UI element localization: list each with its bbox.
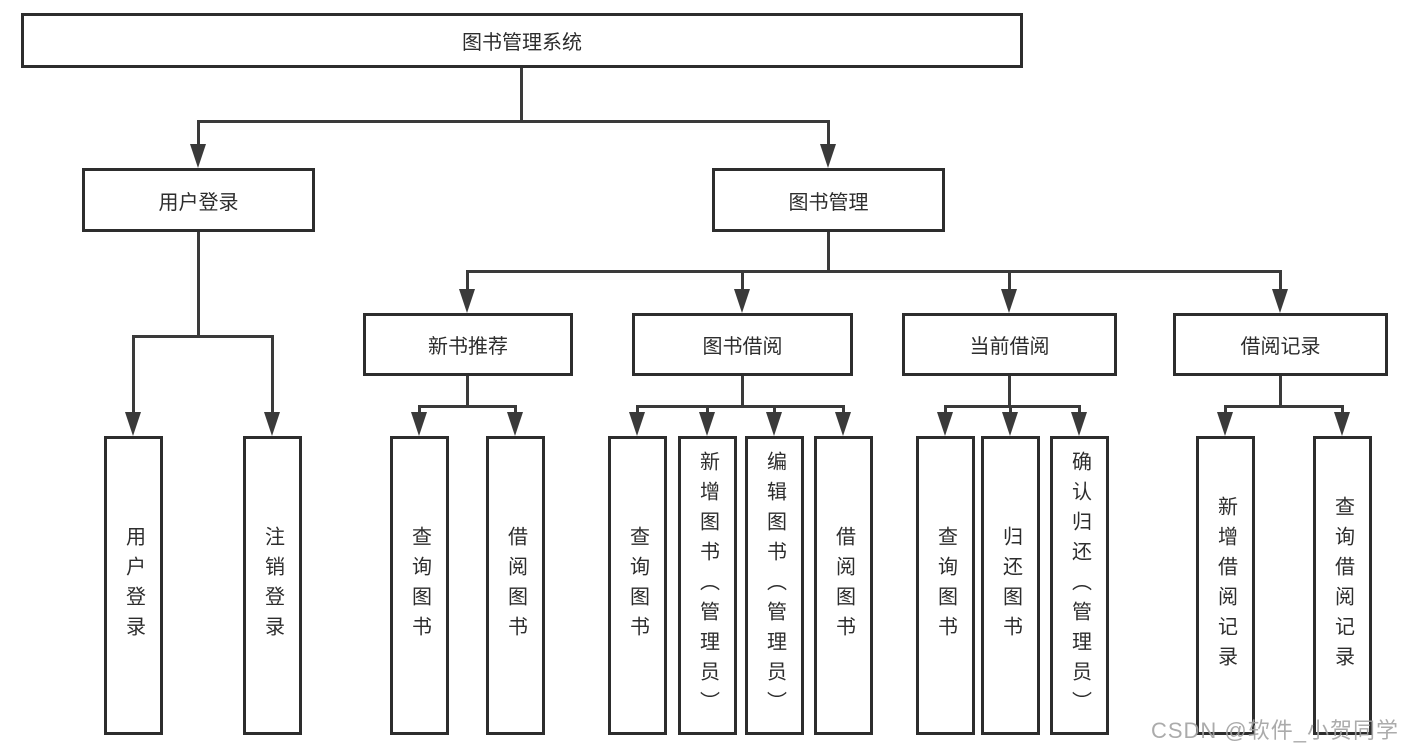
csdn-watermark: CSDN @软件_小贺同学 bbox=[1150, 718, 1399, 743]
connector-stub bbox=[706, 405, 709, 415]
connector-stub bbox=[418, 405, 421, 415]
connector-stub bbox=[1009, 405, 1012, 415]
connector-stub bbox=[842, 405, 845, 415]
leaf-query-borrow-record: 查询借阅记录 bbox=[1313, 436, 1372, 735]
connector-stub bbox=[944, 405, 947, 415]
leaf-logout: 注销登录 bbox=[243, 436, 302, 735]
node-label: 当前借阅 bbox=[969, 336, 1050, 358]
arrow-down-icon bbox=[459, 289, 475, 313]
arrow-down-icon bbox=[1071, 412, 1087, 436]
node-label: 借阅图书 bbox=[832, 525, 855, 646]
leaf-add-borrow-record: 新增借阅记录 bbox=[1196, 436, 1255, 735]
node-label: 用户登录 bbox=[122, 525, 145, 646]
node-label: 借阅记录 bbox=[1240, 336, 1321, 358]
connector-stub bbox=[1341, 405, 1344, 415]
leaf-query-books-borrowing: 查询图书 bbox=[608, 436, 667, 735]
connector-stub bbox=[514, 405, 517, 415]
connector-stub bbox=[1224, 405, 1227, 415]
node-label: 新书推荐 bbox=[428, 336, 508, 358]
connector-stub bbox=[1078, 405, 1081, 415]
arrow-down-icon bbox=[629, 412, 645, 436]
leaf-add-books-admin: 新增图书（管理员） bbox=[678, 436, 737, 735]
arrow-down-icon bbox=[820, 144, 836, 168]
connector-stub bbox=[773, 405, 776, 415]
arrow-down-icon bbox=[1002, 412, 1018, 436]
node-label: 归还图书 bbox=[999, 525, 1022, 646]
node-label: 注销登录 bbox=[261, 525, 284, 646]
arrow-down-icon bbox=[1001, 289, 1017, 313]
leaf-user-login: 用户登录 bbox=[104, 436, 163, 735]
node-label: 图书管理 bbox=[788, 191, 869, 214]
node-label: 编辑图书（管理员） bbox=[763, 450, 786, 721]
node-label: 用户登录 bbox=[158, 191, 239, 214]
connector-stub bbox=[1279, 270, 1282, 291]
connector-user-login-branch bbox=[132, 335, 274, 338]
connector-root-branch bbox=[197, 120, 830, 123]
arrow-down-icon bbox=[411, 412, 427, 436]
arrow-down-icon bbox=[1272, 289, 1288, 313]
node-label: 图书借阅 bbox=[702, 336, 783, 358]
connector-user-login-stem bbox=[197, 232, 200, 338]
leaf-edit-books-admin: 编辑图书（管理员） bbox=[745, 436, 804, 735]
arrow-down-icon bbox=[937, 412, 953, 436]
connector-stub bbox=[197, 120, 200, 146]
node-borrowing-records: 借阅记录 bbox=[1173, 313, 1388, 376]
node-label: 确认归还（管理员） bbox=[1068, 450, 1091, 721]
connector-recommend-stem bbox=[466, 376, 469, 408]
node-label: 查询图书 bbox=[408, 525, 431, 646]
connector-records-stem bbox=[1279, 376, 1282, 408]
node-current-borrowing: 当前借阅 bbox=[902, 313, 1117, 376]
connector-borrowing-stem bbox=[741, 376, 744, 408]
arrow-down-icon bbox=[766, 412, 782, 436]
connector-stub bbox=[636, 405, 639, 415]
arrow-down-icon bbox=[190, 144, 206, 168]
connector-borrowing-branch bbox=[636, 405, 845, 408]
arrow-down-icon bbox=[507, 412, 523, 436]
node-label: 图书管理系统 bbox=[462, 32, 582, 54]
node-new-book-recommendation: 新书推荐 bbox=[363, 313, 573, 376]
connector-current-stem bbox=[1008, 376, 1011, 408]
node-label: 查询借阅记录 bbox=[1331, 495, 1354, 676]
node-label: 查询图书 bbox=[626, 525, 649, 646]
connector-recommend-branch bbox=[418, 405, 517, 408]
arrow-down-icon bbox=[699, 412, 715, 436]
node-label: 新增借阅记录 bbox=[1214, 495, 1237, 676]
connector-current-branch bbox=[944, 405, 1081, 408]
node-label: 借阅图书 bbox=[504, 525, 527, 646]
arrow-down-icon bbox=[734, 289, 750, 313]
leaf-borrow-books-recommend: 借阅图书 bbox=[486, 436, 545, 735]
leaf-query-books-recommend: 查询图书 bbox=[390, 436, 449, 735]
leaf-confirm-return-admin: 确认归还（管理员） bbox=[1050, 436, 1109, 735]
node-book-borrowing: 图书借阅 bbox=[632, 313, 853, 376]
arrow-down-icon bbox=[1334, 412, 1350, 436]
connector-book-mgmt-branch bbox=[466, 270, 1280, 273]
arrow-down-icon bbox=[264, 412, 280, 436]
arrow-down-icon bbox=[1217, 412, 1233, 436]
arrow-down-icon bbox=[125, 412, 141, 436]
connector-stub bbox=[741, 270, 744, 291]
connector-stub bbox=[466, 270, 469, 291]
connector-root-stem bbox=[520, 68, 523, 121]
connector-stub bbox=[271, 335, 274, 413]
node-label: 新增图书（管理员） bbox=[696, 450, 719, 721]
leaf-return-books: 归还图书 bbox=[981, 436, 1040, 735]
node-label: 查询图书 bbox=[934, 525, 957, 646]
node-book-management: 图书管理 bbox=[712, 168, 945, 232]
connector-stub bbox=[1008, 270, 1011, 291]
connector-book-mgmt-stem bbox=[827, 232, 830, 273]
arrow-down-icon bbox=[835, 412, 851, 436]
leaf-query-books-current: 查询图书 bbox=[916, 436, 975, 735]
connector-stub bbox=[827, 120, 830, 146]
leaf-borrow-books-borrowing: 借阅图书 bbox=[814, 436, 873, 735]
connector-stub bbox=[132, 335, 135, 413]
node-user-login: 用户登录 bbox=[82, 168, 315, 232]
node-library-management-system: 图书管理系统 bbox=[21, 13, 1023, 68]
connector-records-branch bbox=[1224, 405, 1344, 408]
